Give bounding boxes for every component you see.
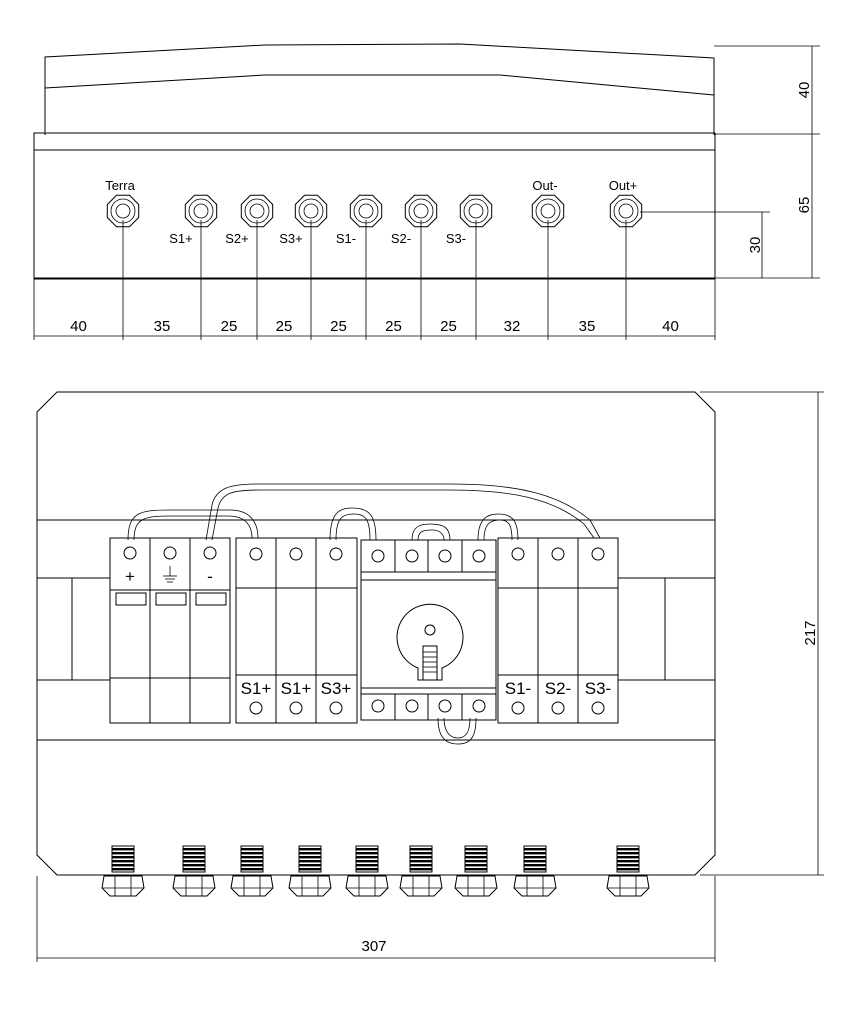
right-breaker-label: S1- — [505, 679, 531, 698]
wiring — [127, 483, 601, 745]
terminal-label: S1+ — [169, 231, 193, 246]
spacing-dim-label: 25 — [330, 318, 347, 335]
spacing-dim-label: 35 — [579, 318, 596, 335]
left-breaker-label: S1+ — [241, 679, 272, 698]
cable-gland — [288, 845, 332, 897]
front-view: + - S1+ S1+ S3+ — [36, 391, 824, 962]
width-dim: 307 — [361, 938, 386, 955]
terminal-S2-: S2- — [391, 194, 438, 340]
enclosure-body — [33, 132, 716, 280]
left-breaker-label: S3+ — [321, 679, 352, 698]
spacing-dim-label: 25 — [221, 318, 238, 335]
left-breaker-label: S1+ — [281, 679, 312, 698]
cable-glands — [101, 845, 650, 897]
lid-curve — [44, 74, 715, 96]
terminal-label: Terra — [105, 178, 135, 193]
spacing-dim-label: 40 — [70, 318, 87, 335]
terminal-label: S2+ — [225, 231, 249, 246]
terminal-label: S3- — [446, 231, 466, 246]
cable-gland — [513, 845, 557, 897]
front-enclosure-outline — [36, 391, 716, 876]
spacing-dim-label: 25 — [440, 318, 457, 335]
terminal-S3+: S3+ — [279, 194, 328, 340]
terminal-label: S2- — [391, 231, 411, 246]
lid-outline — [44, 43, 715, 135]
disconnect-switch — [360, 539, 497, 721]
body-height-dim: 65 — [796, 197, 813, 214]
terminal-label: Out+ — [609, 178, 638, 193]
terminal-label: S1- — [336, 231, 356, 246]
height-dim: 217 — [802, 620, 819, 645]
lid-height-dim: 40 — [796, 82, 813, 99]
right-breaker-label: S2- — [545, 679, 571, 698]
terminal-S1+: S1+ — [169, 194, 218, 340]
right-breaker-label: S3- — [585, 679, 611, 698]
spd-minus-symbol: - — [207, 567, 213, 586]
terminal-Terra: Terra — [105, 178, 140, 340]
cable-gland — [172, 845, 216, 897]
spd-plus-symbol: + — [125, 567, 135, 586]
terminal-S2+: S2+ — [225, 194, 274, 340]
spacing-dim-label: 35 — [154, 318, 171, 335]
terminal-label: S3+ — [279, 231, 303, 246]
cable-gland — [399, 845, 443, 897]
spacing-dim-label: 25 — [276, 318, 293, 335]
cable-gland — [454, 845, 498, 897]
spacing-dimensions: 40 35 25 25 25 25 25 32 35 40 — [70, 318, 679, 335]
terminal-label: Out- — [532, 178, 557, 193]
cable-gland — [230, 845, 274, 897]
terminal-row-height-dim: 30 — [747, 237, 764, 254]
terminal-S1-: S1- — [336, 194, 383, 340]
cable-gland — [101, 845, 145, 897]
cable-gland — [345, 845, 389, 897]
terminal-S3-: S3- — [446, 194, 493, 340]
spacing-dim-label: 32 — [504, 318, 521, 335]
cable-gland — [606, 845, 650, 897]
rotary-knob — [396, 603, 464, 681]
left-breakers: S1+ S1+ S3+ — [235, 537, 358, 724]
terminal-Out-: Out- — [531, 178, 565, 340]
spacing-dim-label: 25 — [385, 318, 402, 335]
surge-protector: + - — [109, 537, 231, 724]
right-breakers: S1- S2- S3- — [497, 537, 619, 724]
terminal-Out+: Out+ — [609, 178, 643, 340]
ground-symbol-icon — [163, 566, 177, 583]
spacing-dim-label: 40 — [662, 318, 679, 335]
